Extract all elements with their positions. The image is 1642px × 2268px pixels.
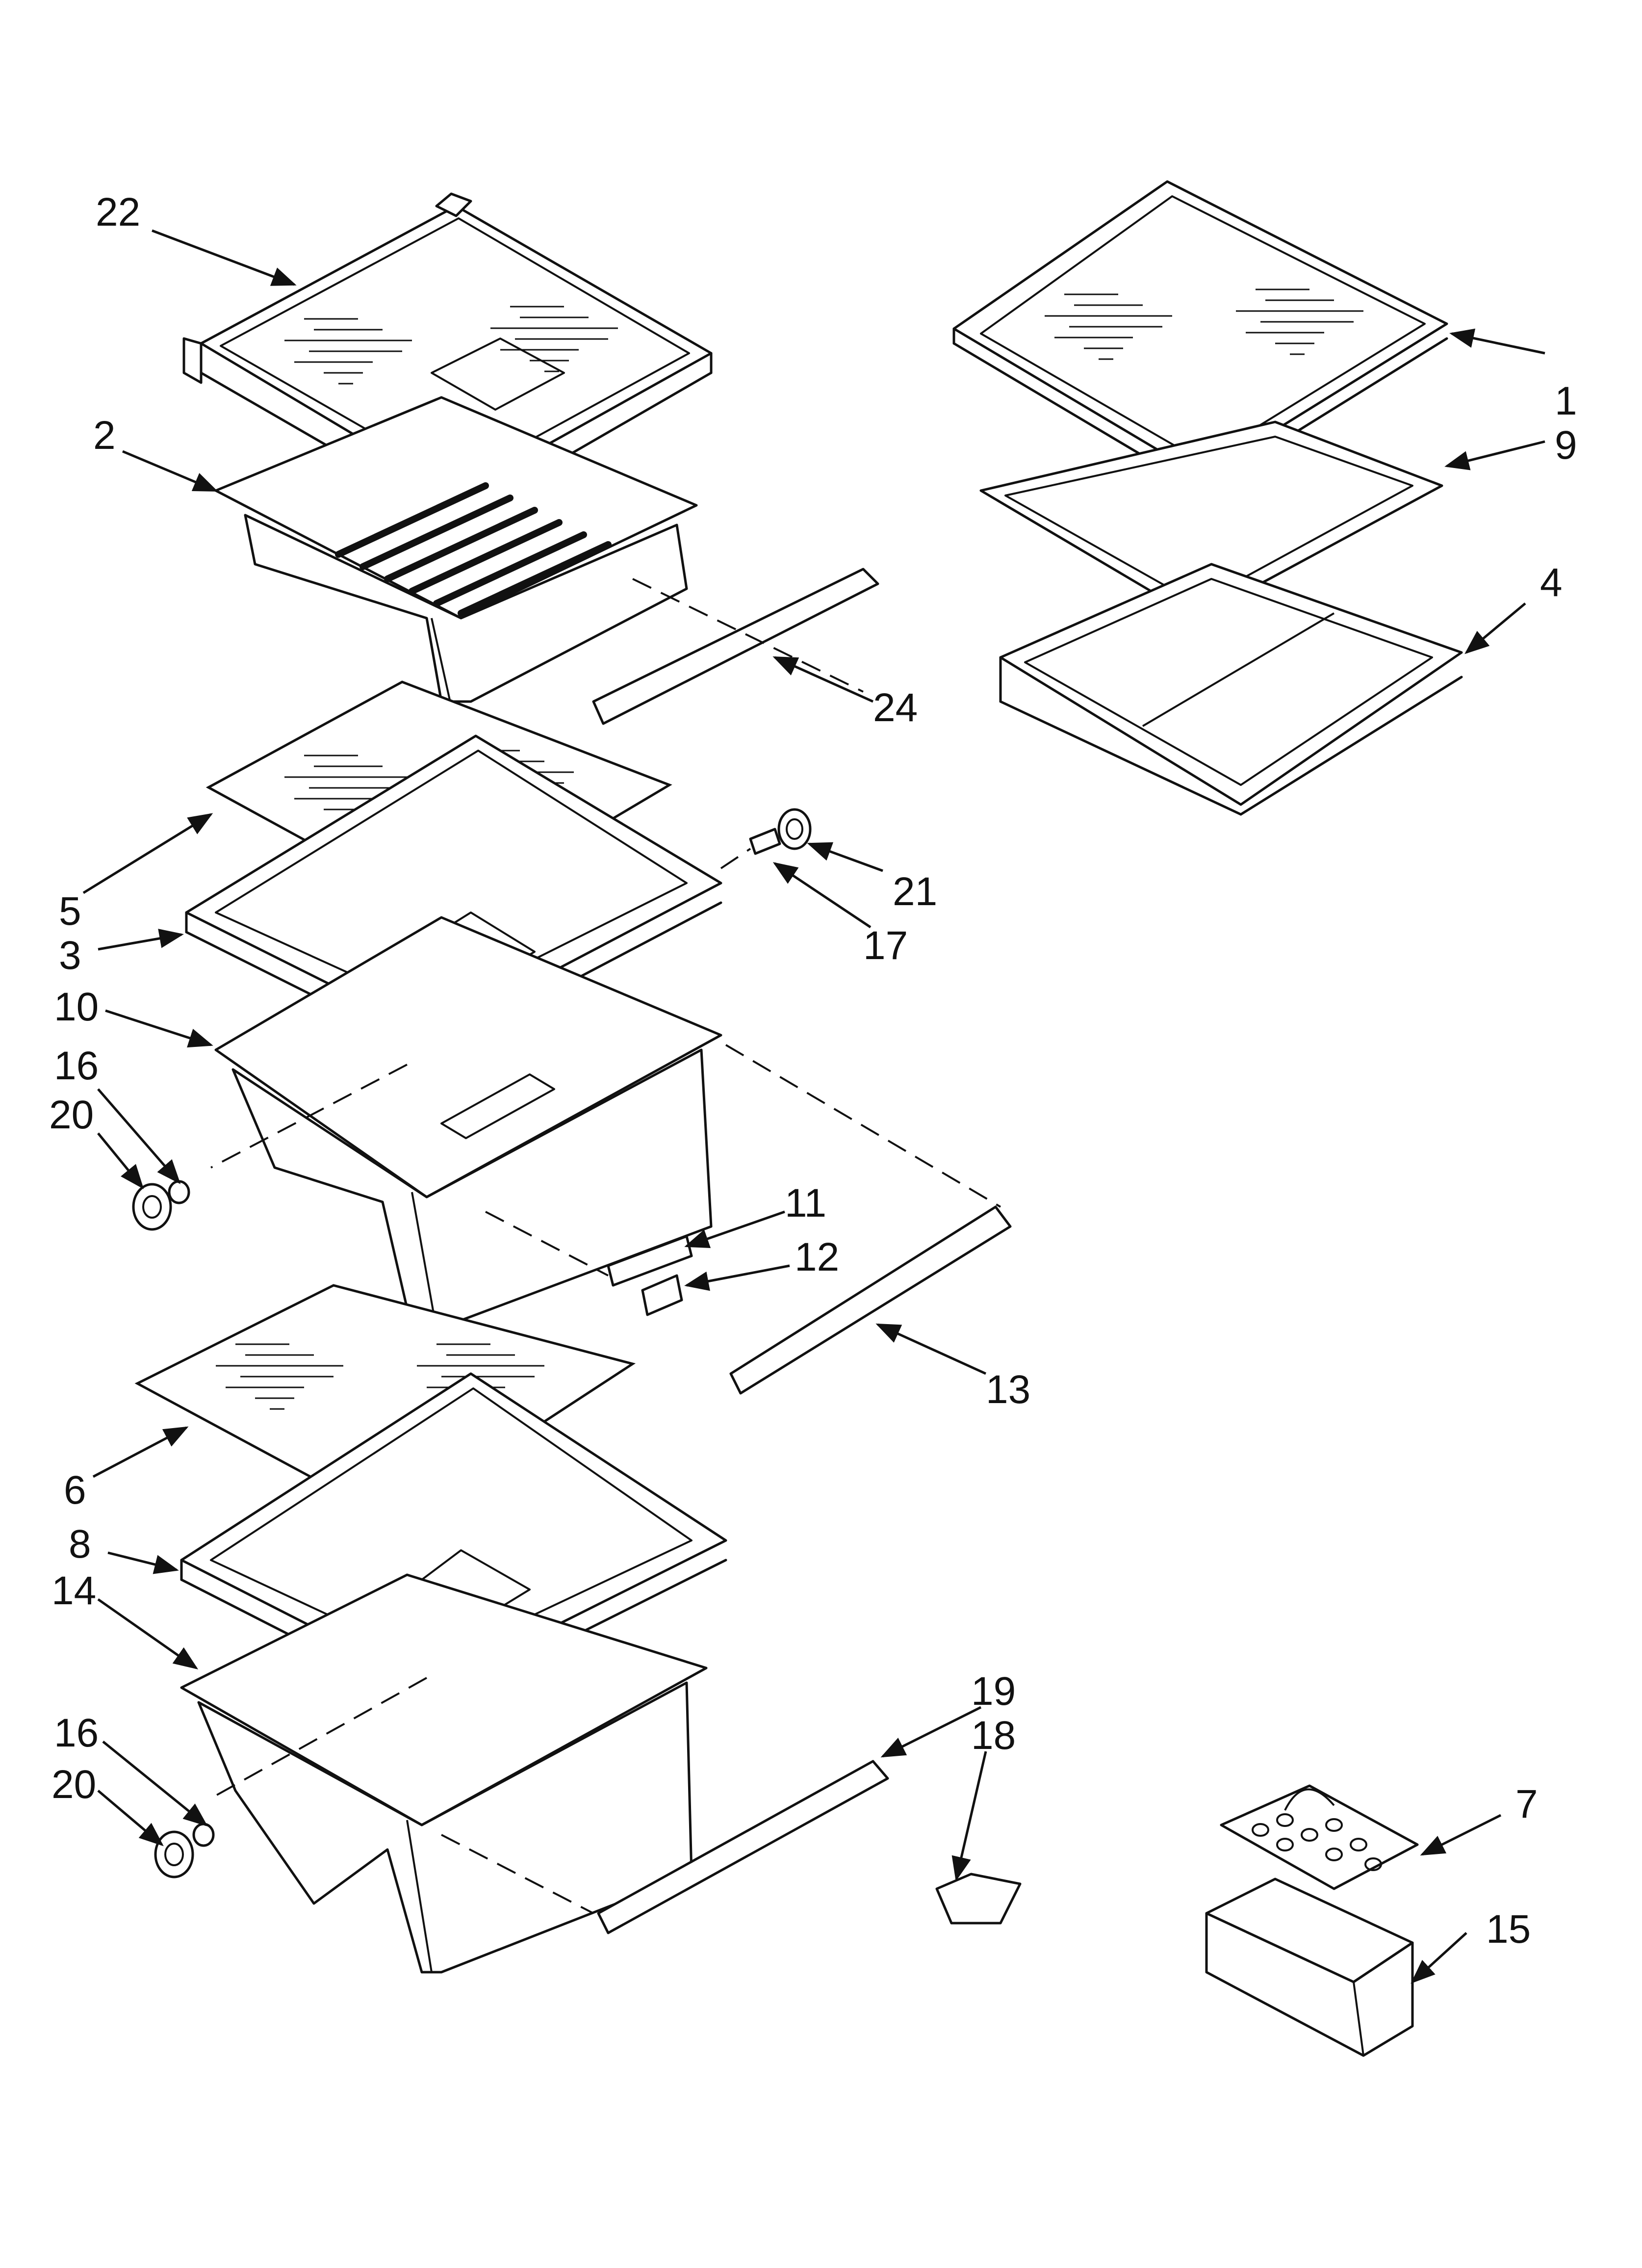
part-20-wheel-upper: [132, 1183, 172, 1231]
part-6-glass-insert: [134, 1284, 636, 1522]
part-13-trim-strip: [729, 1205, 1012, 1395]
part-21-roller: [777, 808, 812, 850]
callout-3: 3: [59, 933, 81, 978]
callout-13: 13: [986, 1367, 1030, 1412]
callout-11: 11: [785, 1181, 826, 1225]
part-20-wheel-lower: [154, 1830, 194, 1878]
callout-21: 21: [893, 869, 937, 914]
part-2-crisper-pan: [214, 396, 698, 707]
callout-24: 24: [873, 685, 918, 730]
assembly-line-16-lower: [215, 1677, 427, 1797]
assembly-line-17: [720, 848, 751, 869]
callout-20-upper: 20: [49, 1093, 94, 1137]
callout-10: 10: [54, 985, 99, 1029]
part-11-clip: [607, 1235, 693, 1287]
callout-6: 6: [64, 1468, 86, 1512]
part-12-clip: [641, 1274, 683, 1316]
assembly-line-16-upper: [210, 1064, 408, 1169]
assembly-line-24: [632, 578, 864, 693]
part-16-axle-upper: [168, 1180, 190, 1204]
assembly-line-19: [441, 1834, 594, 1914]
callout-16-lower: 16: [54, 1711, 99, 1755]
part-10-deli-pan: [214, 916, 722, 1331]
part-24-trim-strip: [592, 568, 879, 725]
callout-17: 17: [863, 923, 908, 968]
callout-19: 19: [971, 1669, 1016, 1714]
callout-15: 15: [1486, 1907, 1531, 1952]
callout-labels: 22 2 24 5 3 21 17 10 16 20 11 12 13 6 8 …: [49, 190, 1577, 1952]
part-19-trim-strip: [597, 1760, 889, 1934]
callout-5: 5: [59, 889, 81, 934]
callout-8: 8: [69, 1522, 91, 1566]
part-7-egg-tray: [1220, 1784, 1419, 1890]
part-15-egg-bin: [1205, 1877, 1414, 2057]
callout-14: 14: [51, 1568, 96, 1613]
part-16-axle-lower: [192, 1823, 215, 1847]
part-17-screw: [749, 828, 781, 855]
callout-1: 1: [1555, 379, 1577, 423]
part-4-slide-frame: [999, 563, 1463, 816]
part-9-shelf-bracket: [979, 420, 1443, 620]
callout-12: 12: [795, 1235, 839, 1279]
leader-lines: [82, 229, 1545, 1984]
callout-18: 18: [971, 1713, 1016, 1758]
crisper-ribs: [335, 482, 612, 617]
callout-7: 7: [1515, 1782, 1538, 1826]
callout-16-upper: 16: [54, 1043, 99, 1088]
assembly-line-13: [725, 1044, 1001, 1208]
callout-20-lower: 20: [51, 1762, 96, 1807]
callout-2: 2: [93, 413, 116, 458]
callout-9: 9: [1555, 423, 1577, 468]
part-18-clip: [935, 1873, 1022, 1925]
assembly-line-11: [485, 1211, 609, 1277]
callout-4: 4: [1540, 560, 1563, 605]
callout-22: 22: [96, 190, 140, 235]
part-22-shelf-frame: [182, 192, 713, 521]
